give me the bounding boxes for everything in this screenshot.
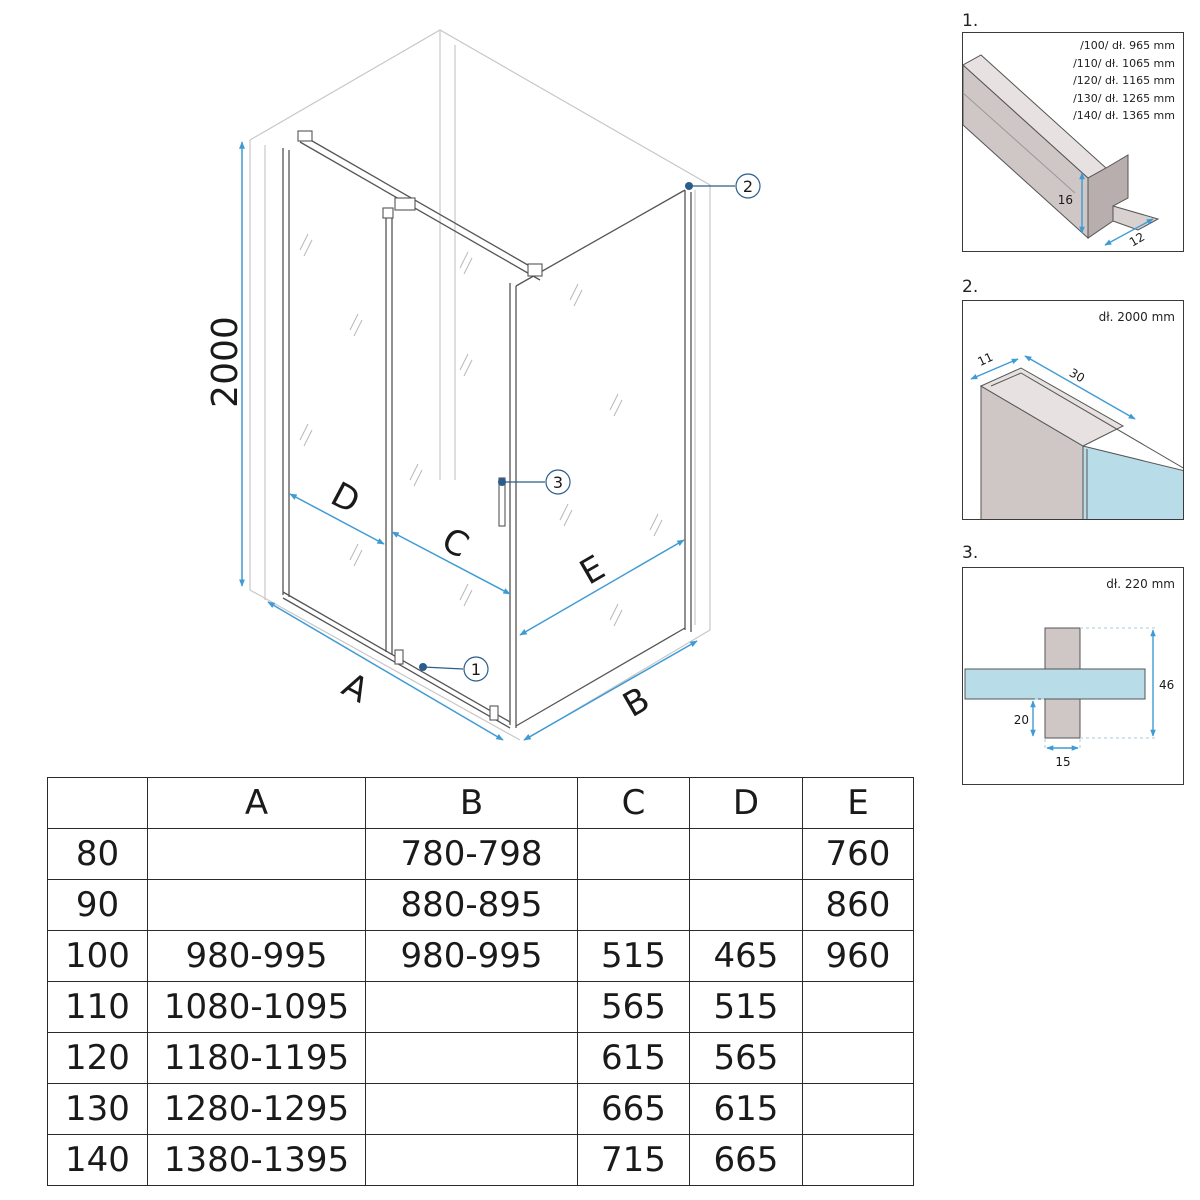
table-cell: 1280-1295: [147, 1083, 366, 1135]
table-cell: [802, 1032, 914, 1084]
detail-2-dim-depth: 30: [1067, 366, 1087, 386]
row-size-cell: 110: [47, 981, 148, 1033]
table-cell: [365, 1134, 578, 1186]
length-130: /130/ dł. 1265 mm: [1073, 91, 1175, 105]
detail-2-number: 2.: [962, 277, 979, 297]
detail-3-panel: 46 20 15 dł. 220 mm: [962, 567, 1184, 785]
detail-3-dim-height: 46: [1159, 678, 1174, 692]
table-cell: 1180-1195: [147, 1032, 366, 1084]
height-label: 2000: [205, 316, 246, 408]
row-size-cell: 140: [47, 1134, 148, 1186]
row-size-cell: 80: [47, 828, 148, 880]
header-blank: [47, 777, 148, 829]
table-cell: [577, 879, 690, 931]
detail-1-lengths: /100/ dł. 965 mm /110/ dł. 1065 mm /120/…: [1073, 37, 1175, 125]
table-cell: 515: [689, 981, 803, 1033]
dim-label-a: A: [336, 665, 375, 711]
table-cell: 1380-1395: [147, 1134, 366, 1186]
table-cell: [689, 828, 803, 880]
handle-profile-drawing: 46 20 15: [964, 627, 1174, 769]
length-110: /110/ dł. 1065 mm: [1073, 56, 1175, 70]
row-size-cell: 130: [47, 1083, 148, 1135]
table-cell: 1080-1095: [147, 981, 366, 1033]
header-b: B: [365, 777, 578, 829]
detail-2-dim-width: 11: [975, 350, 995, 369]
length-140: /140/ dł. 1365 mm: [1073, 109, 1175, 122]
length-120: /120/ dł. 1165 mm: [1073, 74, 1175, 87]
table-row: 80 780-798 760: [47, 828, 914, 880]
detail-1-dim-width: 12: [1127, 230, 1147, 250]
top-rail-profile-drawing: 16 12: [963, 54, 1160, 250]
length-100: /100/ dł. 965 mm: [1080, 39, 1175, 52]
dim-label-c: C: [435, 520, 475, 566]
header-c: C: [577, 777, 690, 829]
detail-1-panel: 16 12 /100/ dł. 965 mm /110/ dł. 1065 mm…: [962, 32, 1184, 252]
wall-profile-drawing: 11 30: [970, 350, 1183, 519]
detail-1-dim-height: 16: [1058, 193, 1073, 207]
table-cell: [802, 981, 914, 1033]
callout-2: 2: [685, 173, 761, 199]
table-cell: 665: [577, 1083, 690, 1135]
table-cell: 565: [689, 1032, 803, 1084]
callout-1: 1: [419, 656, 489, 682]
detail-3-dim-width: 15: [1055, 755, 1070, 769]
table-cell: 980-995: [147, 930, 366, 982]
dimension-lines: [239, 141, 698, 741]
table-cell: 665: [689, 1134, 803, 1186]
row-size-cell: 90: [47, 879, 148, 931]
table-cell: [802, 1134, 914, 1186]
room-walls: [249, 29, 711, 741]
detail-2-panel: 11 30 dł. 2000 mm: [962, 300, 1184, 520]
table-cell: 760: [802, 828, 914, 880]
callout-1-number: 1: [471, 660, 481, 679]
dim-label-b: B: [616, 679, 656, 725]
hardware: [297, 130, 543, 721]
table-cell: [802, 1083, 914, 1135]
detail-3-length: dł. 220 mm: [1106, 577, 1175, 591]
row-size-cell: 100: [47, 930, 148, 982]
table-cell: [365, 1083, 578, 1135]
table-cell: 880-895: [365, 879, 578, 931]
shower-enclosure-drawing: 2000 D C E A B 1 2 3: [205, 29, 761, 741]
header-d: D: [689, 777, 803, 829]
table-cell: [577, 828, 690, 880]
table-cell: 615: [689, 1083, 803, 1135]
table-row: 90 880-895 860: [47, 879, 914, 931]
table-cell: 860: [802, 879, 914, 931]
table-cell: 565: [577, 981, 690, 1033]
detail-2-length: dł. 2000 mm: [1098, 310, 1175, 324]
table-cell: [147, 828, 366, 880]
table-cell: 615: [577, 1032, 690, 1084]
table-cell: [147, 879, 366, 931]
table-cell: 980-995: [365, 930, 578, 982]
table-cell: 960: [802, 930, 914, 982]
table-cell: 780-798: [365, 828, 578, 880]
table-cell: [689, 879, 803, 931]
glass-reflections: [299, 233, 663, 627]
detail-3-dim-offset: 20: [1014, 713, 1029, 727]
row-size-cell: 120: [47, 1032, 148, 1084]
table-cell: [365, 1032, 578, 1084]
callout-3-number: 3: [553, 473, 563, 492]
header-a: A: [147, 777, 366, 829]
header-e: E: [802, 777, 914, 829]
detail-3-number: 3.: [962, 543, 979, 563]
table-cell: [365, 981, 578, 1033]
table-cell: 515: [577, 930, 690, 982]
callout-3: 3: [498, 469, 571, 495]
detail-1-number: 1.: [962, 11, 979, 31]
table-cell: 465: [689, 930, 803, 982]
dim-label-e: E: [573, 548, 612, 593]
enclosure-frame: [282, 133, 692, 729]
table-cell: 715: [577, 1134, 690, 1186]
callout-2-number: 2: [743, 177, 753, 196]
